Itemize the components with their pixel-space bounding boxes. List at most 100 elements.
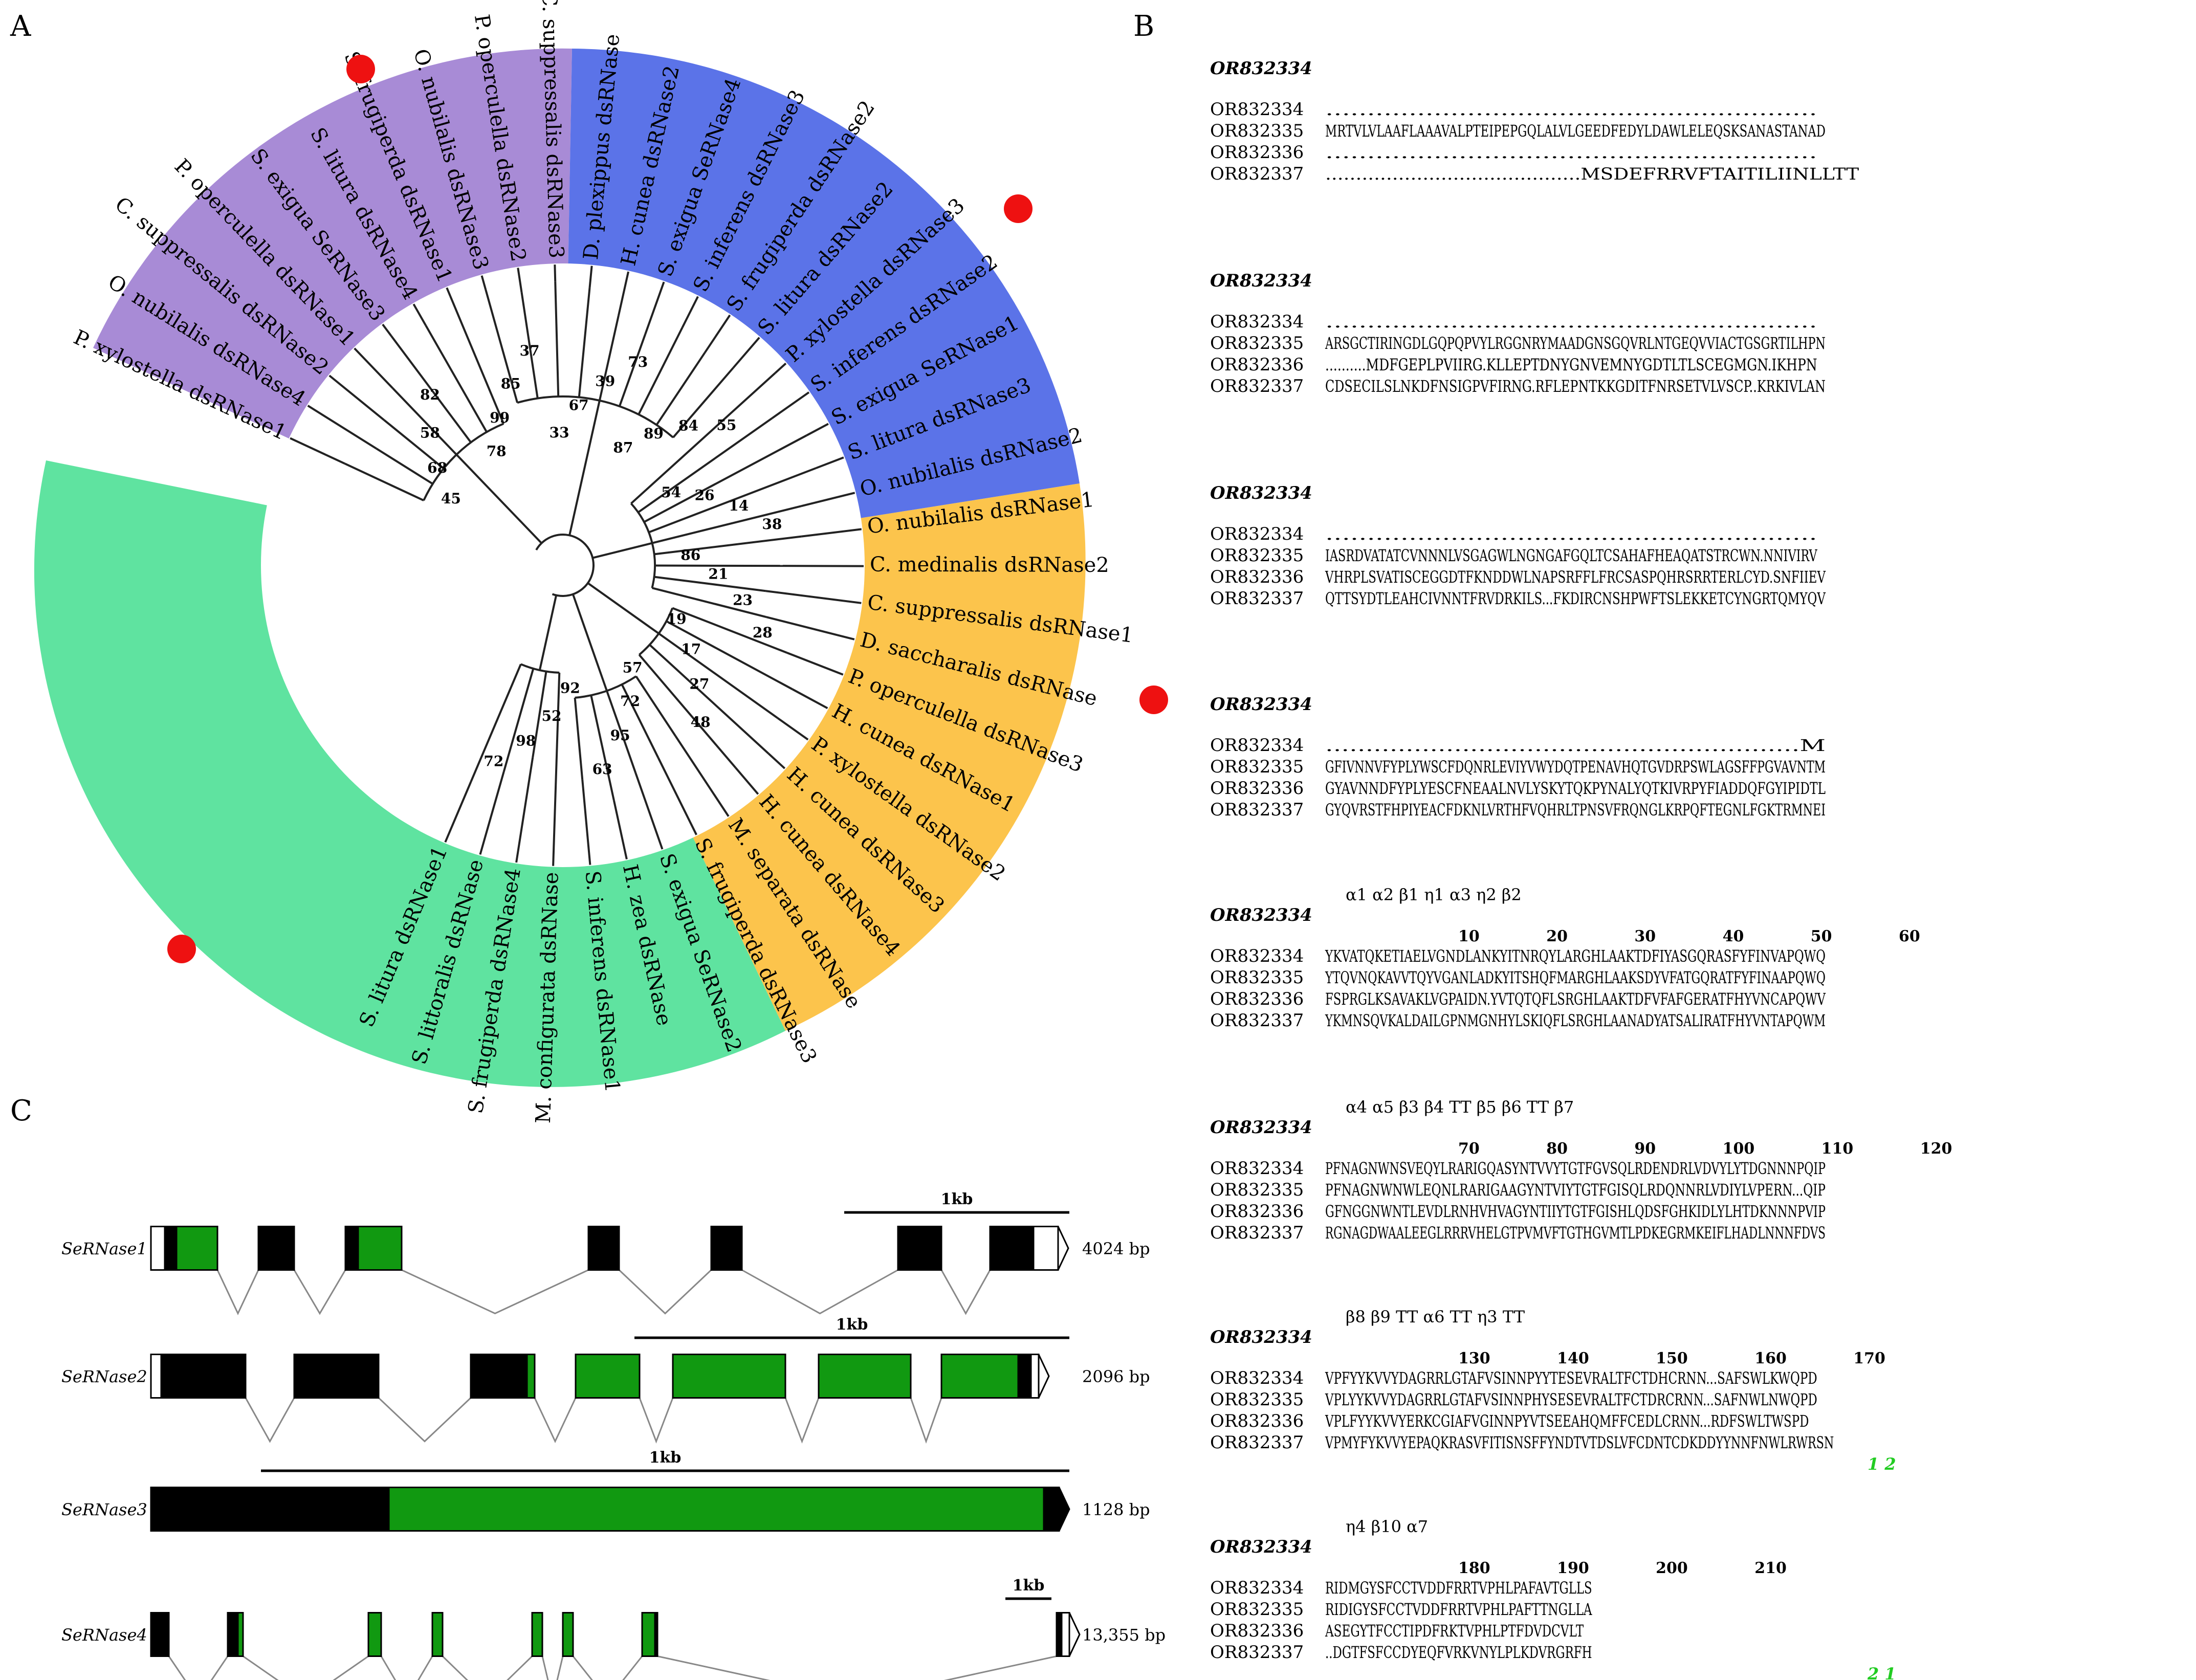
bootstrap-value: 89: [644, 425, 664, 442]
intron-line: [442, 1655, 533, 1680]
exon-block: [710, 1226, 743, 1271]
tree-branch: [649, 644, 770, 755]
sequence-residues: GFIVNNVFYPLYWSCFDQNRLEVIYVWYDQTPENAVHQTG…: [1325, 757, 1826, 777]
block-reference-label: OR832334: [1210, 694, 1312, 715]
sequence-name: OR832335: [1210, 1389, 1304, 1410]
sequence-residues: GYAVNNDFYPLYESCFNEAALNVLYSKYTQKPYNALYQTK…: [1325, 779, 1826, 798]
intron-line: [245, 1397, 295, 1443]
intron-line: [940, 1269, 991, 1315]
intron-line: [618, 1269, 712, 1315]
bootstrap-value: 19: [667, 611, 687, 628]
secondary-structure-labels: η4 β10 α7: [1346, 1517, 1428, 1536]
tree-branch: [412, 303, 427, 326]
sequence-name: OR832334: [1210, 99, 1304, 120]
gene-end-arrow: [1057, 1226, 1069, 1271]
sequence-residues: IASRDVATATCVNNNLVSGAGWLNGNGAFGQLTCSAHAFH…: [1325, 546, 1817, 565]
sequence-residues: ..DGTFSFCCDYEQFVRKVNYLPLKDVRGRFH: [1325, 1643, 1592, 1662]
bootstrap-value: 73: [628, 353, 648, 370]
sequence-name: OR832335: [1210, 1180, 1304, 1200]
tree-branch: [592, 542, 653, 559]
bootstrap-value: 99: [490, 409, 510, 426]
exon-block: [367, 1612, 382, 1657]
bootstrap-value: 48: [691, 714, 711, 731]
sequence-name: OR832335: [1210, 121, 1304, 141]
sequence-residues: ........................................…: [1325, 164, 1859, 184]
sequence-residues: PFNAGNWNSVEQYLRARIGQASYNTVVYTGTFGVSQLRDE…: [1325, 1159, 1826, 1178]
tree-branch: [470, 664, 522, 783]
bootstrap-value: 37: [520, 342, 540, 359]
tree-leaf-label: C. medinalis dsRNase2: [870, 553, 1109, 577]
sequence-residues: VPLYYKVVYDAGRRLGTAFVSINNPHYSESEVRALTFCTD…: [1325, 1390, 1817, 1409]
tree-branch: [455, 454, 542, 544]
tree-branch: [590, 695, 615, 801]
tree-branch: [479, 771, 505, 855]
sequence-name: OR832335: [1210, 967, 1304, 988]
panel-b-label: B: [1133, 10, 1154, 43]
bootstrap-value: 38: [762, 516, 782, 533]
gene-size: 13,355 bp: [1082, 1625, 1166, 1645]
block-reference-label: OR832334: [1210, 271, 1312, 291]
tree-branch: [767, 753, 786, 769]
bootstrap-value: 72: [620, 693, 640, 710]
inner-white-disc: [261, 263, 865, 867]
sequence-name: OR832335: [1210, 1599, 1304, 1620]
tree-branch: [354, 347, 393, 389]
tree-branch: [485, 289, 519, 403]
sequence-name: OR832337: [1210, 1432, 1304, 1453]
exon-block: [562, 1612, 574, 1657]
gene-size: 2096 bp: [1082, 1367, 1150, 1386]
bootstrap-value: 63: [592, 761, 612, 778]
tree-branch: [657, 757, 697, 835]
sequence-name: OR832334: [1210, 735, 1304, 756]
intron-line: [401, 1269, 589, 1315]
tree-branch: [581, 779, 591, 865]
bootstrap-value: 52: [541, 708, 561, 724]
exon-block: [150, 1354, 162, 1399]
tree-branch: [574, 697, 584, 780]
exon-block: [175, 1226, 218, 1271]
bootstrap-value: 55: [716, 417, 736, 434]
bootstrap-value: 92: [560, 680, 580, 697]
sequence-name: OR832337: [1210, 376, 1304, 396]
bootstrap-value: 23: [733, 591, 753, 608]
tree-branch: [652, 505, 802, 544]
tree-branch: [515, 757, 534, 863]
exon-block: [940, 1354, 1019, 1399]
tree-branch: [681, 296, 699, 328]
intron-line: [380, 1655, 433, 1680]
block-reference-label: OR832334: [1210, 905, 1312, 925]
tree-branch: [598, 315, 620, 401]
sequence-name: OR832336: [1210, 355, 1304, 375]
sequence-residues: VPMYFYKVVYEPAQKRASVFITISNSFFYNDTVTDSLVFC…: [1325, 1433, 1834, 1452]
red-marker: [167, 935, 196, 963]
sequence-residues: VHRPLSVATISCEGGDTFKNDDWLNAPSRFFLFRCSASPQ…: [1325, 567, 1826, 587]
sequence-name: OR832336: [1210, 778, 1304, 799]
tree-branch: [617, 271, 630, 316]
exon-block: [654, 1612, 658, 1657]
sequence-name: OR832336: [1210, 989, 1304, 1009]
sequence-residues: RIDMGYSFCCTVDDFRRTVPHLPAFAVTGLLS: [1325, 1578, 1592, 1598]
sequence-name: OR832336: [1210, 1621, 1304, 1641]
secondary-structure-labels: α4 α5 β3 β4 TT β5 β6 TT β7: [1346, 1097, 1574, 1117]
tree-branch: [655, 352, 706, 426]
tree-branch: [638, 654, 737, 768]
exon-block: [897, 1226, 942, 1271]
scale-bar-label: 1kb: [836, 1316, 868, 1334]
exon-block: [227, 1612, 239, 1657]
red-marker: [1004, 194, 1033, 223]
intron-line: [657, 1655, 1057, 1680]
bootstrap-value: 82: [420, 386, 440, 403]
tree-branch: [792, 688, 828, 710]
tree-branch: [651, 587, 766, 618]
bootstrap-value: 84: [678, 417, 698, 434]
gene-name: SeRNase3: [61, 1500, 147, 1519]
tree-branch: [630, 372, 776, 504]
bootstrap-value: 28: [753, 624, 773, 641]
tree-branch: [654, 576, 766, 592]
tree-branch: [449, 296, 505, 424]
tree-branch: [612, 800, 628, 860]
